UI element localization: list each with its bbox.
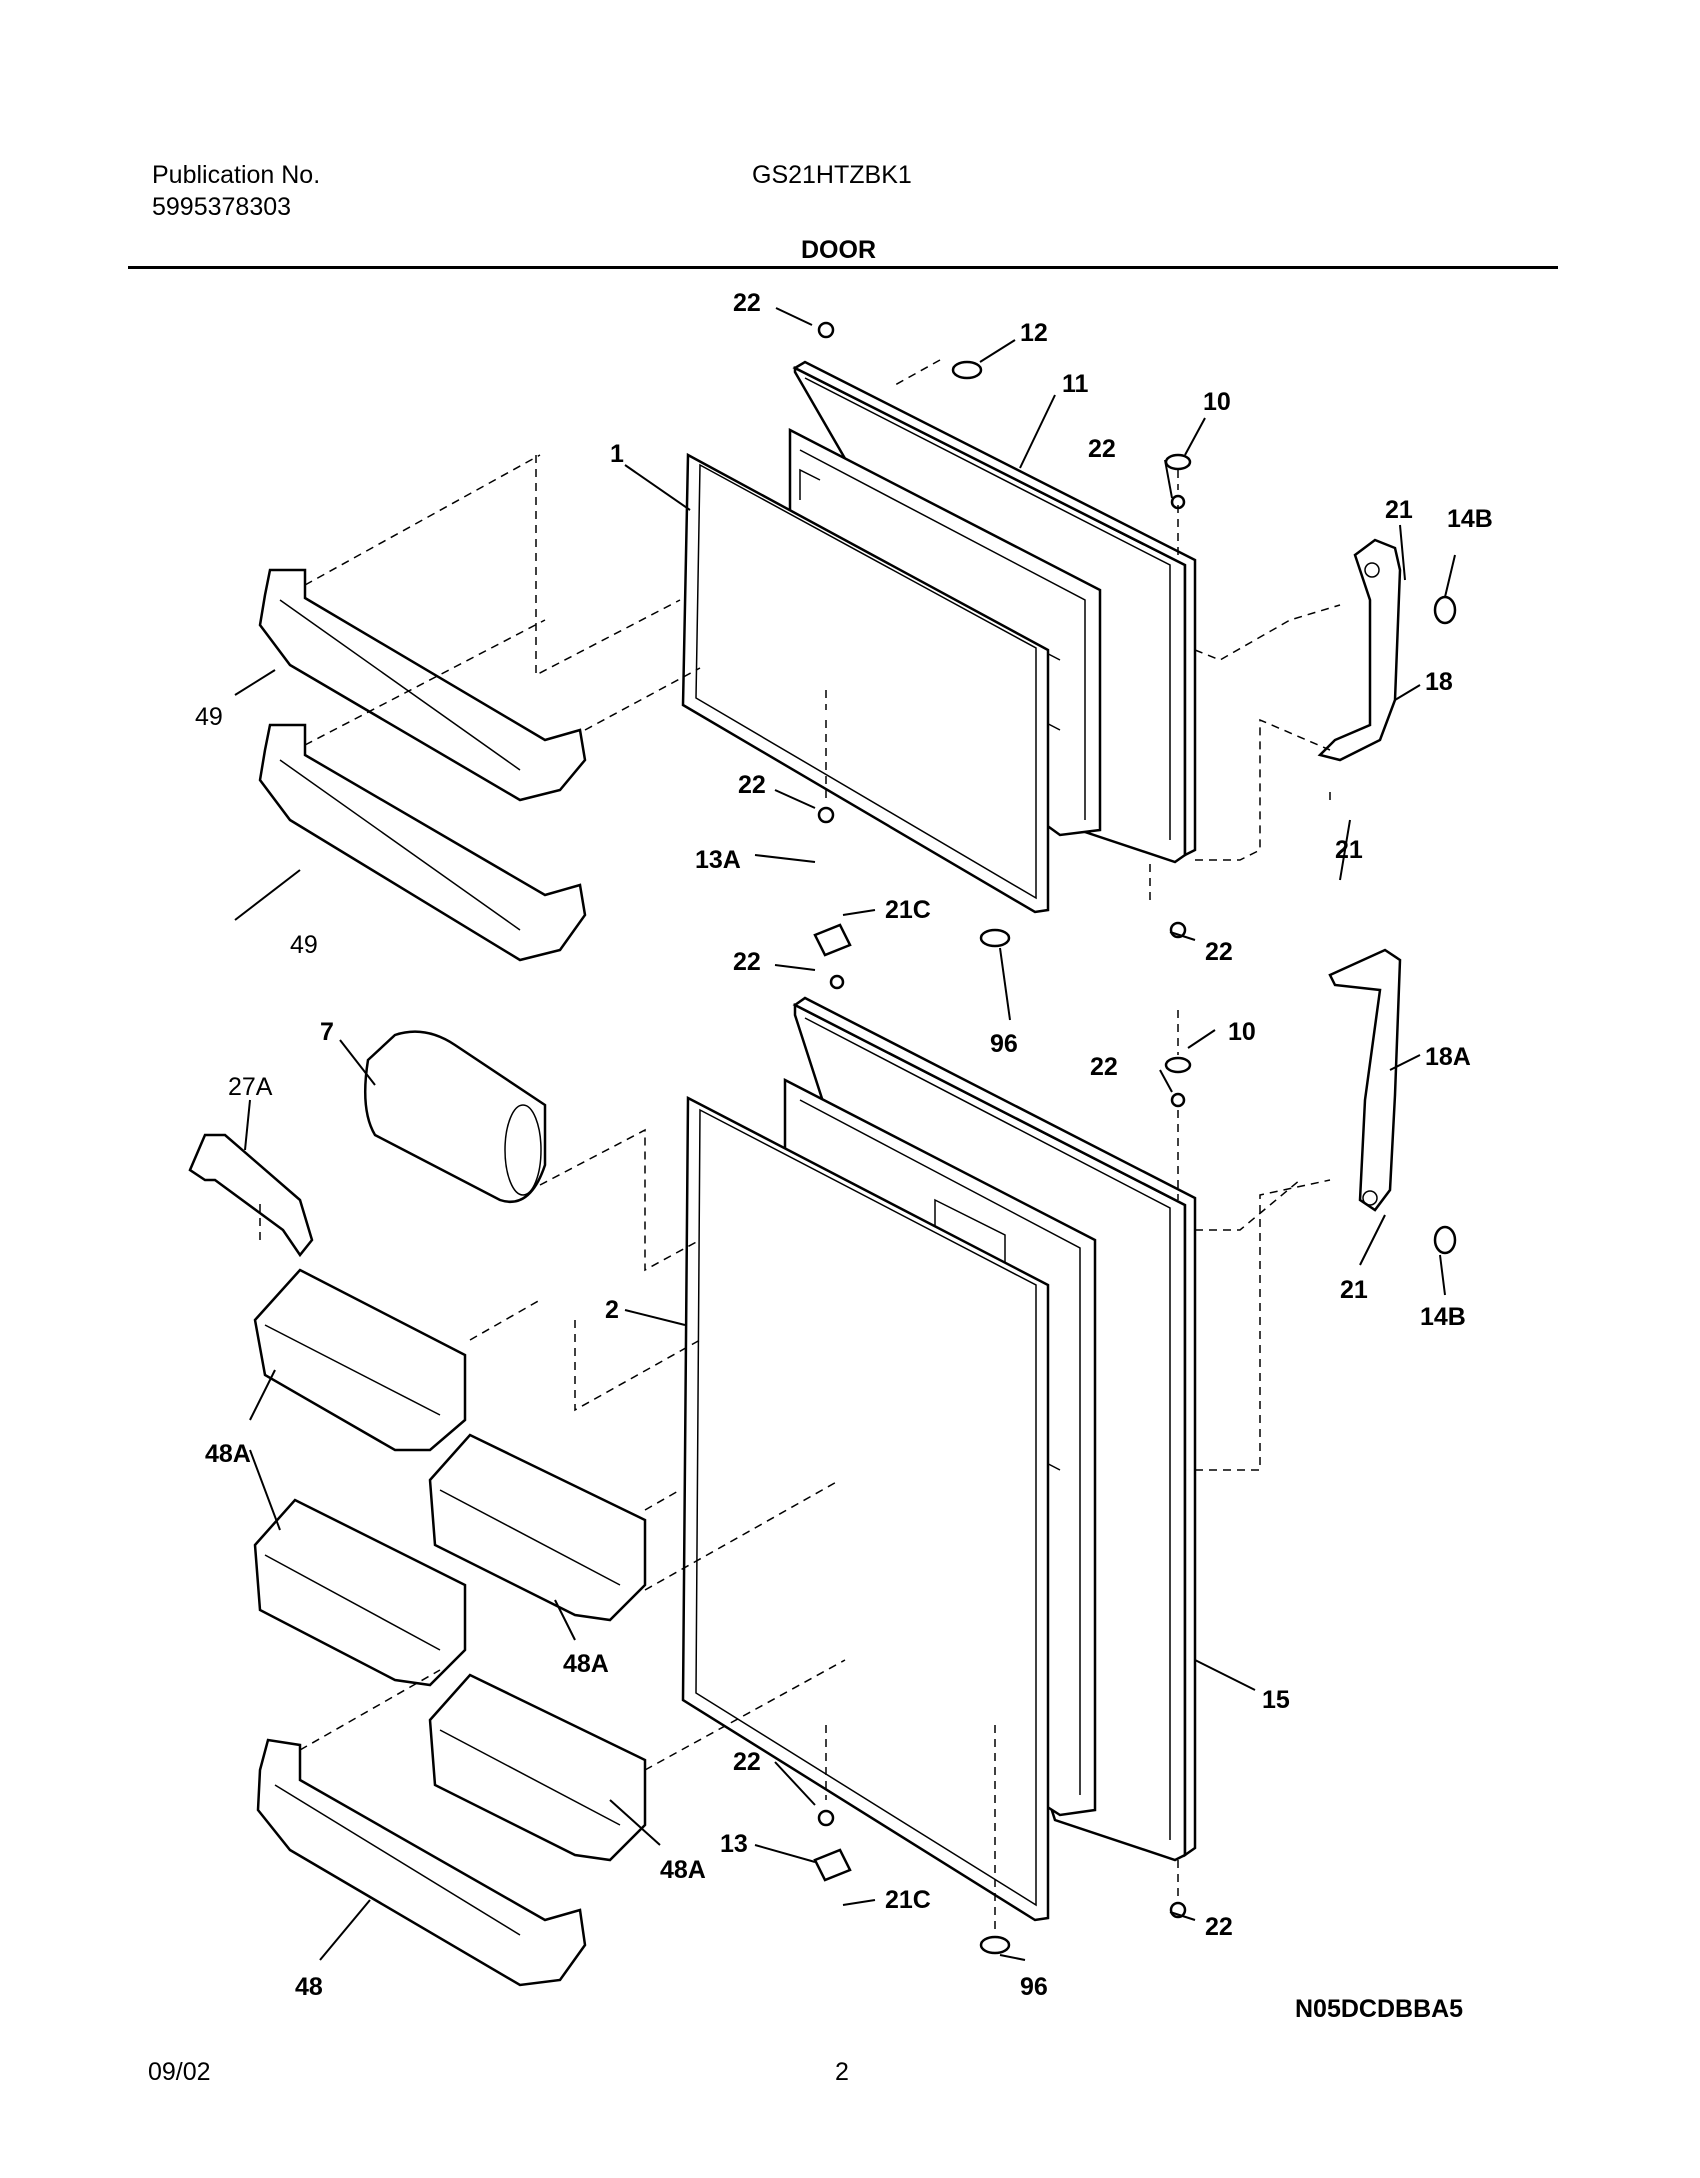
callout-48A: 48A [563, 1650, 609, 1678]
hinge-18A [1328, 948, 1402, 1212]
callout-12: 12 [1020, 319, 1048, 347]
callout-18: 18 [1425, 668, 1453, 696]
callout-96: 96 [1020, 1973, 1048, 2001]
callout-22: 22 [1205, 1913, 1233, 1941]
callout-14B: 14B [1420, 1303, 1466, 1331]
hinge-18 [1317, 538, 1402, 762]
callout-21: 21 [1385, 496, 1413, 524]
callout-22: 22 [738, 771, 766, 799]
shelf-49-lower [258, 723, 587, 962]
callout-labels: 22 12 11 10 22 1 21 14B 18 49 49 22 13A … [195, 289, 1493, 2001]
callout-49: 49 [290, 931, 318, 959]
callout-22: 22 [1088, 435, 1116, 463]
callout-27A: 27A [228, 1073, 273, 1101]
callout-22: 22 [1205, 938, 1233, 966]
freezer-door-gasket [681, 452, 1050, 914]
page-number: 2 [835, 2058, 849, 2086]
callout-48A: 48A [205, 1440, 251, 1468]
callout-22: 22 [1090, 1053, 1118, 1081]
bin-48A-middle-left [253, 1498, 467, 1687]
diagram-code: N05DCDBBA5 [1295, 1995, 1464, 2023]
callout-10: 10 [1203, 388, 1231, 416]
header-rule [128, 266, 1558, 269]
small-fasteners [813, 321, 1457, 1955]
callout-15: 15 [1262, 1686, 1290, 1714]
shelf-48 [256, 1738, 587, 1987]
publication-label: Publication No. [152, 161, 321, 189]
bin-48A-bottom [428, 1673, 647, 1862]
callout-22: 22 [733, 948, 761, 976]
publication-date: 09/02 [148, 2058, 211, 2086]
callout-96: 96 [990, 1030, 1018, 1058]
callout-49: 49 [195, 703, 223, 731]
callout-22: 22 [733, 1748, 761, 1776]
handle-27A [188, 1133, 314, 1258]
callout-21: 21 [1335, 836, 1363, 864]
fresh-food-door-gasket [681, 1095, 1050, 1922]
bin-48A-middle-right [428, 1433, 647, 1622]
callout-21: 21 [1340, 1276, 1368, 1304]
callout-22: 22 [733, 289, 761, 317]
callout-21C: 21C [885, 1886, 931, 1914]
callout-1: 1 [610, 440, 624, 468]
callout-2: 2 [605, 1296, 619, 1324]
callout-48: 48 [295, 1973, 323, 2001]
callout-21C: 21C [885, 896, 931, 924]
callout-13: 13 [720, 1830, 748, 1858]
callout-7: 7 [320, 1018, 334, 1046]
dairy-compartment-7 [363, 1030, 547, 1203]
shelf-49-upper [258, 568, 587, 802]
callout-10: 10 [1228, 1018, 1256, 1046]
callout-leader-lines [234, 307, 1456, 1961]
model-number: GS21HTZBK1 [752, 161, 912, 189]
bin-48A-top [253, 1268, 467, 1452]
callout-48A: 48A [660, 1856, 706, 1884]
section-title: DOOR [801, 236, 876, 264]
publication-number: 5995378303 [152, 193, 292, 221]
assembly-dashed-lines [259, 359, 1341, 1930]
callout-11: 11 [1062, 370, 1089, 398]
callout-14B: 14B [1447, 505, 1493, 533]
callout-18A: 18A [1425, 1043, 1471, 1071]
callout-13A: 13A [695, 846, 741, 874]
